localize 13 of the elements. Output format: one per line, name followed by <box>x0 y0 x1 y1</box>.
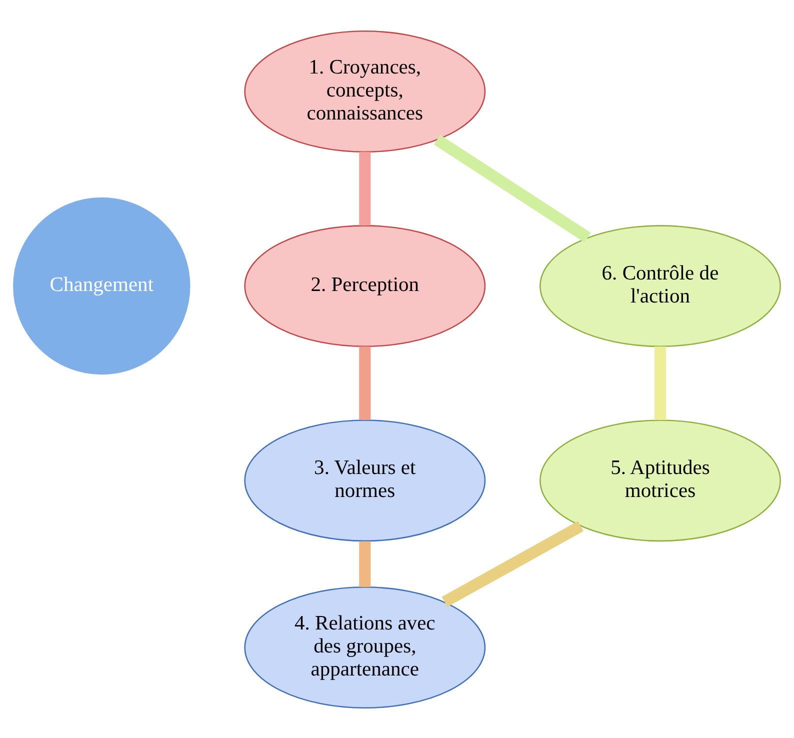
node-ellipse: 6. Contrôle de l'action <box>540 224 781 347</box>
node-ellipse: 5. Aptitudes motrices <box>540 419 781 542</box>
connector <box>434 134 591 242</box>
connector <box>654 346 666 420</box>
node-ellipse: 2. Perception <box>244 224 486 347</box>
node-ellipse: 1. Croyances, concepts, connaissances <box>244 30 486 152</box>
connector <box>359 540 371 586</box>
node-ellipse: 4. Relations avec des groupes, appartenance <box>244 586 486 708</box>
connector <box>359 151 371 225</box>
connector <box>442 520 584 606</box>
node-circle: Changement <box>13 196 190 374</box>
connector <box>359 346 371 420</box>
node-ellipse: 3. Valeurs et normes <box>244 419 486 542</box>
